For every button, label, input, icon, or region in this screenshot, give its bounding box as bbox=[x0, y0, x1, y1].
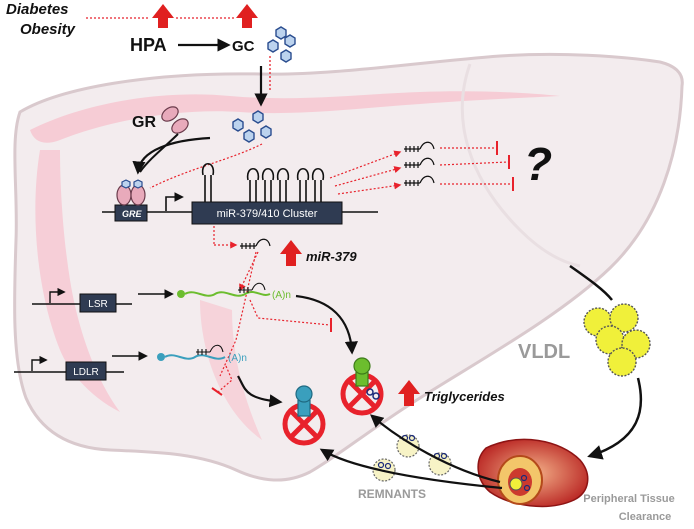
blocked-ldlr-receptor bbox=[282, 385, 326, 446]
up-arrow-icon bbox=[236, 4, 258, 28]
lsr-polya-label: (A)n bbox=[272, 290, 291, 301]
gre-box bbox=[114, 204, 148, 222]
hairpin-icon bbox=[276, 167, 290, 202]
mir379-label: miR-379 bbox=[306, 249, 357, 264]
gre-label: GRE bbox=[122, 209, 143, 219]
hexagon-icon bbox=[267, 39, 279, 53]
hpa-label: HPA bbox=[130, 35, 167, 55]
liver-shape bbox=[13, 52, 684, 482]
ldlr-cap-icon bbox=[157, 353, 165, 361]
lsr-translation-arrow bbox=[295, 294, 358, 355]
gc-hexagons-cell bbox=[232, 110, 272, 143]
unknown-target-arrows bbox=[329, 150, 402, 195]
liver-band-left bbox=[35, 150, 121, 412]
vldl-to-blood-arrow bbox=[587, 377, 643, 460]
unknown-targets-mark: ? bbox=[524, 138, 552, 190]
clearance-label-line1: Peripheral Tissue bbox=[583, 493, 675, 505]
mirna-icon bbox=[404, 157, 435, 168]
transcription-start-arrow bbox=[165, 192, 184, 211]
clearance-label-line2: Clearance bbox=[619, 511, 672, 523]
remnant-particle-icon bbox=[396, 434, 420, 458]
vldl-particles bbox=[583, 303, 651, 377]
lsr-gene-label: LSR bbox=[88, 299, 107, 310]
up-arrow-icon bbox=[152, 4, 174, 28]
vldl-secretion-arrow bbox=[569, 264, 613, 301]
hexagon-icon bbox=[280, 49, 292, 63]
ldlr-mrna bbox=[164, 354, 226, 360]
pre-mirna-hairpins bbox=[201, 162, 325, 202]
ldlr-bound-mirna-icon bbox=[196, 344, 224, 355]
ldlr-inhibit-bar bbox=[211, 387, 223, 396]
gc-label: GC bbox=[232, 38, 255, 55]
liver-band bbox=[30, 91, 560, 143]
remnant-particles bbox=[372, 434, 452, 482]
triglycerides-label: Triglycerides bbox=[424, 389, 505, 404]
blood-vessel-icon bbox=[477, 438, 589, 508]
remnant-to-lsr-arrow bbox=[369, 414, 501, 484]
hexagon-icon bbox=[252, 110, 264, 124]
remnant-to-ldlr-arrow bbox=[319, 448, 503, 490]
gr-label: GR bbox=[132, 114, 156, 131]
lsr-cap-icon bbox=[177, 290, 185, 298]
hairpin-icon bbox=[246, 167, 260, 202]
hexagon-icon bbox=[260, 125, 272, 139]
mir379-target-dotted bbox=[219, 251, 332, 377]
unknown-inhibit-lines bbox=[439, 141, 514, 191]
lsr-mrna bbox=[184, 291, 271, 297]
obesity-label: Obesity bbox=[20, 21, 76, 38]
mir-cluster-label: miR-379/410 Cluster bbox=[217, 208, 318, 220]
ldlr-polya-label: (A)n bbox=[228, 353, 247, 364]
mir-cluster-box bbox=[191, 201, 343, 225]
hairpin-icon bbox=[261, 167, 275, 202]
mir379-icon bbox=[240, 238, 271, 249]
lsr-gene-box bbox=[79, 293, 117, 313]
gc-binding-curve bbox=[139, 133, 179, 173]
vldl-label: VLDL bbox=[518, 341, 570, 363]
hexagon-icon bbox=[284, 34, 296, 48]
lsr-receptor-icon bbox=[355, 372, 369, 387]
vldl-particle-icon bbox=[607, 347, 637, 377]
up-arrow-icon bbox=[398, 380, 420, 406]
diabetes-label: Diabetes bbox=[6, 1, 69, 18]
ldlr-promoter-arrow bbox=[31, 355, 48, 371]
ldlr-translation-arrow bbox=[237, 375, 283, 408]
lsr-promoter-arrow bbox=[49, 287, 66, 303]
gc-hexagons-top bbox=[267, 26, 296, 63]
up-arrow-icon bbox=[280, 240, 302, 266]
hexagon-icon bbox=[232, 118, 244, 132]
hairpin-icon bbox=[311, 167, 325, 202]
trigger-labels: Diabetes Obesity bbox=[6, 1, 76, 38]
liver-band-lower bbox=[200, 300, 262, 440]
mirna-icon bbox=[404, 175, 435, 186]
mirna-icon bbox=[404, 141, 435, 152]
liver bbox=[13, 52, 684, 482]
lsr-bound-mirna-icon bbox=[238, 282, 266, 293]
unknown-mirnas bbox=[404, 141, 435, 186]
hexagon-icon bbox=[243, 129, 255, 143]
ldlr-inhibit-dotted bbox=[217, 365, 233, 393]
remnants-label: REMNANTS bbox=[358, 487, 426, 501]
hairpin-icon bbox=[296, 167, 310, 202]
vldl-particle-icon bbox=[609, 303, 639, 333]
complex-formation-arrow bbox=[132, 136, 211, 175]
glucocorticoid-receptor-icon bbox=[161, 106, 189, 134]
hairpin-icon bbox=[201, 162, 215, 202]
liver-lobe-divider bbox=[460, 63, 581, 268]
ldlr-receptor-icon bbox=[297, 400, 311, 417]
ldlr-gene-label: LDLR bbox=[73, 367, 99, 378]
ldlr-gene-box bbox=[65, 361, 107, 381]
blocked-lsr-receptor bbox=[340, 357, 384, 416]
hexagon-icon bbox=[275, 26, 287, 40]
gr-dimer-bound-icon bbox=[116, 179, 146, 206]
